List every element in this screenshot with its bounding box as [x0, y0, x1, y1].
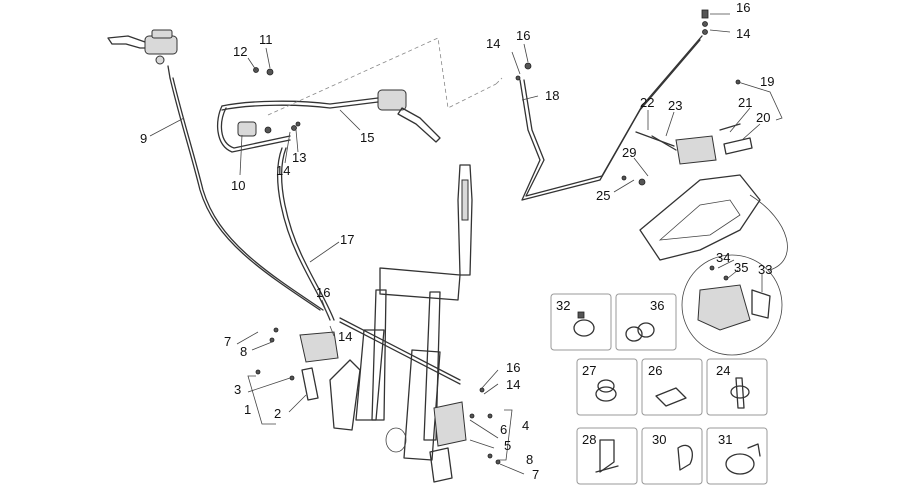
label-28: 28	[582, 432, 596, 447]
label-16-a: 16	[316, 285, 330, 300]
label-7-b: 7	[532, 467, 539, 482]
label-22: 22	[640, 95, 654, 110]
label-36: 36	[650, 298, 664, 313]
label-16-b: 16	[506, 360, 520, 375]
label-25: 25	[596, 188, 610, 203]
left-master-cylinder	[107, 29, 178, 79]
label-4: 4	[522, 418, 529, 433]
label-33: 33	[758, 262, 772, 277]
left-caliper	[255, 327, 339, 401]
label-9: 9	[140, 131, 147, 146]
clip-boxes	[550, 293, 768, 485]
label-14-a: 14	[276, 163, 290, 178]
label-34: 34	[716, 250, 730, 265]
label-8-b: 8	[526, 452, 533, 467]
right-master-cylinder	[216, 67, 441, 153]
label-32: 32	[556, 298, 570, 313]
label-19: 19	[760, 74, 774, 89]
label-14-d: 14	[486, 36, 500, 51]
part-labels: 9 10 11 12 13 14 15 17 16 14 7 8 3 1 2 1…	[140, 0, 774, 482]
label-30: 30	[652, 432, 666, 447]
label-13: 13	[292, 150, 306, 165]
label-18: 18	[545, 88, 559, 103]
dashed-guide-lines	[267, 37, 503, 116]
label-26: 26	[648, 363, 662, 378]
label-35: 35	[734, 260, 748, 275]
label-1: 1	[244, 402, 251, 417]
label-14-b: 14	[338, 329, 352, 344]
label-2: 2	[274, 406, 281, 421]
detail-circle	[681, 194, 788, 356]
label-29: 29	[622, 145, 636, 160]
label-20: 20	[756, 110, 770, 125]
label-11: 11	[259, 32, 273, 47]
label-24: 24	[716, 363, 730, 378]
leader-lines	[149, 13, 783, 475]
label-5: 5	[504, 438, 511, 453]
rear-bracket	[621, 174, 761, 261]
label-21: 21	[738, 95, 752, 110]
label-14-e: 14	[736, 26, 750, 41]
rear-brake-hose-18	[515, 9, 709, 201]
label-17: 17	[340, 232, 354, 247]
label-10: 10	[231, 178, 245, 193]
label-3: 3	[234, 382, 241, 397]
brake-hose-17	[277, 147, 335, 321]
label-16-d: 16	[736, 0, 750, 15]
label-16-c: 16	[516, 28, 530, 43]
label-23: 23	[668, 98, 682, 113]
front-fork	[329, 164, 473, 461]
label-7-a: 7	[224, 334, 231, 349]
label-31: 31	[718, 432, 732, 447]
rear-caliper	[635, 79, 753, 165]
right-caliper	[429, 387, 501, 483]
label-14-c: 14	[506, 377, 520, 392]
label-8-a: 8	[240, 344, 247, 359]
label-12: 12	[233, 44, 247, 59]
brake-hose-9	[169, 77, 324, 311]
label-15: 15	[360, 130, 374, 145]
label-27: 27	[582, 363, 596, 378]
label-6: 6	[500, 422, 507, 437]
